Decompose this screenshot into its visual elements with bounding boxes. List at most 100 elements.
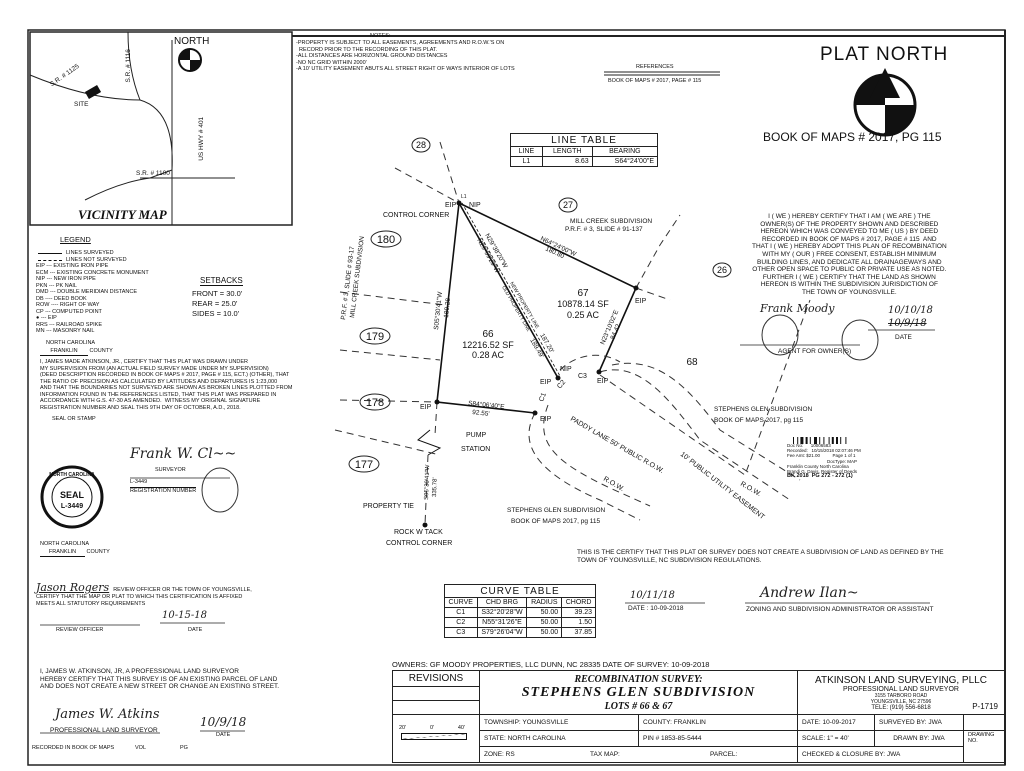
- setbacks-list: FRONT = 30.0'REAR = 25.0'SIDES = 10.0': [192, 289, 243, 318]
- review-officer-name: Jason Rogers: [36, 581, 110, 594]
- barcode-bar: [800, 437, 804, 444]
- lot-67-sf: 10878.14 SF: [557, 299, 609, 309]
- barcode-bar: [797, 437, 799, 444]
- owner-date-2: 10/9/18: [888, 318, 927, 329]
- surveyor-certificate: I, JAMES MADE ATKINSON, JR., CERTIFY THA…: [40, 359, 293, 411]
- svg-text:PROPERTY TIE: PROPERTY TIE: [363, 503, 414, 510]
- barcode-bar: [845, 437, 847, 444]
- lot-66-sf: 12216.52 SF: [462, 340, 514, 350]
- pls-date-label: DATE: [216, 732, 231, 738]
- svg-text:CONTROL CORNER: CONTROL CORNER: [386, 540, 452, 547]
- pls-certificate: I, JAMES W. ATKINSON, JR, A PROFESSIONAL…: [40, 668, 280, 691]
- svg-text:C1: C1: [538, 392, 548, 403]
- lot-67-number: 67: [577, 288, 589, 299]
- barcode-bar: [840, 437, 842, 444]
- legend-title: LEGEND: [60, 235, 91, 244]
- svg-text:C2: C2: [556, 379, 567, 390]
- svg-text:S05°30'41"W: S05°30'41"W: [432, 290, 444, 330]
- owner-signature: Frank Moody: [760, 302, 835, 315]
- svg-text:NORTH CAROLINA: NORTH CAROLINA: [49, 472, 95, 478]
- vicinity-north-label: NORTH: [174, 36, 210, 47]
- owners-line: OWNERS: GF MOODY PROPERTIES, LLC DUNN, N…: [392, 660, 710, 669]
- legend-list: LINES SURVEYED LINES NOT SURVEYED EIP --…: [36, 250, 149, 334]
- setbacks-title: SETBACKS: [200, 276, 243, 286]
- zoning-label: ZONING AND SUBDIVISION ADMINISTRATOR OR …: [746, 606, 934, 613]
- company-info: ATKINSON LAND SURVEYING, PLLC PROFESSION…: [797, 670, 1005, 715]
- barcode-bar: [831, 437, 834, 444]
- lot-68-number: 68: [686, 357, 698, 368]
- road-label: S.R. # 1116: [124, 49, 132, 83]
- svg-text:ROCK W TACK: ROCK W TACK: [394, 529, 443, 536]
- barcode-bar: [805, 437, 808, 444]
- svg-text:L-3449: L-3449: [61, 503, 83, 510]
- recording-barcode: [793, 437, 847, 444]
- barcode-bar: [836, 437, 838, 444]
- owner-certificate: I ( WE ) HEREBY CERTIFY THAT I AM ( WE A…: [752, 213, 947, 296]
- svg-text:CONTROL CORNER: CONTROL CORNER: [383, 212, 449, 219]
- svg-text:NIP: NIP: [560, 366, 572, 373]
- seal-label: SEAL OR STAMP: [52, 416, 96, 422]
- svg-text:P.R.F. # 3, SLIDE # 91-137: P.R.F. # 3, SLIDE # 91-137: [565, 226, 643, 233]
- review-officer-label: REVIEW OFFICER: [56, 627, 104, 633]
- zoning-certificate: THIS IS THE CERTIFY THAT THIS PLAT OR SU…: [577, 549, 944, 564]
- pls-label: PROFESSIONAL LAND SURVEYOR: [50, 727, 158, 734]
- svg-text:EIP: EIP: [540, 416, 552, 423]
- zoning-date-handwritten: 10/11/18: [630, 590, 675, 601]
- title-block: REVISIONS RECOMBINATION SURVEY: STEPHENS…: [392, 670, 1005, 763]
- signature-lines: [40, 329, 935, 734]
- surveyor-label: SURVEYOR: [155, 467, 186, 473]
- adjacent-lot-27: 27: [563, 200, 573, 210]
- adjacent-lot-28: 28: [416, 140, 426, 150]
- adjacent-lot-180: 180: [377, 234, 395, 246]
- break-symbol: [417, 429, 442, 456]
- iron-pipe-markers: [422, 200, 639, 528]
- barcode-bar: [823, 437, 825, 444]
- plat-north-arrow-icon: [853, 68, 917, 137]
- plat-labels: CONTROL CORNER EIP L1 NIP MILL CREEK SUB…: [340, 194, 813, 547]
- barcode-bar: [809, 437, 811, 444]
- agent-label: AGENT FOR OWNER(S): [778, 348, 852, 355]
- references-text: BOOK OF MAPS # 2017, PAGE # 115: [608, 78, 702, 84]
- revision-row: [392, 700, 480, 715]
- plat-north-book: BOOK OF MAPS # 2017, PG 115: [763, 130, 942, 144]
- svg-text:R.O.W.: R.O.W.: [739, 481, 762, 498]
- svg-text:PADDY LANE 50' PUBLIC R.O.W.: PADDY LANE 50' PUBLIC R.O.W.: [569, 416, 665, 475]
- barcode-bar: [793, 437, 794, 444]
- svg-text:335.78': 335.78': [432, 477, 439, 497]
- barcode-bar: [828, 437, 830, 444]
- notary-state: NORTH CAROLINA: [40, 541, 90, 547]
- adjacent-lot-26: 26: [717, 265, 727, 275]
- vicinity-north-arrow-icon: [178, 48, 202, 72]
- barcode-bar: [819, 437, 821, 444]
- review-certificate: REVIEW OFFICER OR THE TOWN OF YOUNGSVILL…: [36, 587, 252, 607]
- zoning-signature: Andrew Ilan~: [760, 585, 859, 601]
- site-marker: [84, 85, 102, 99]
- svg-text:BOOK OF MAPS 2017, pg 115: BOOK OF MAPS 2017, pg 115: [511, 518, 601, 525]
- review-date: 10-15-18: [162, 610, 207, 621]
- lot-66-ac: 0.28 AC: [472, 350, 505, 360]
- lot-labels: 67 10878.14 SF 0.25 AC 66 12216.52 SF 0.…: [462, 288, 698, 368]
- signature-loops: [201, 314, 879, 513]
- svg-text:SEAL: SEAL: [60, 490, 85, 500]
- vol-label: VOL: [135, 745, 147, 751]
- lot-66-number: 66: [482, 329, 494, 340]
- svg-text:EIP: EIP: [540, 379, 552, 386]
- plat-north-title: PLAT NORTH: [820, 44, 949, 65]
- adjacent-lot-177: 177: [355, 459, 373, 471]
- adjacent-lot-179: 179: [366, 331, 384, 343]
- svg-text:EIP: EIP: [445, 202, 457, 209]
- cert-state: NORTH CAROLINA: [46, 340, 96, 346]
- notes-title: NOTES:: [370, 33, 391, 39]
- pls-signature: James W. Atkins: [55, 707, 160, 722]
- references-title: REFERENCES: [636, 64, 674, 70]
- svg-text:EIP: EIP: [635, 298, 647, 305]
- bearing-labels: N64°24'00"W 180.80 S05°30'41"W 189.28 N2…: [424, 232, 622, 500]
- cert-county-line: FRANKLIN COUNTY: [40, 348, 113, 356]
